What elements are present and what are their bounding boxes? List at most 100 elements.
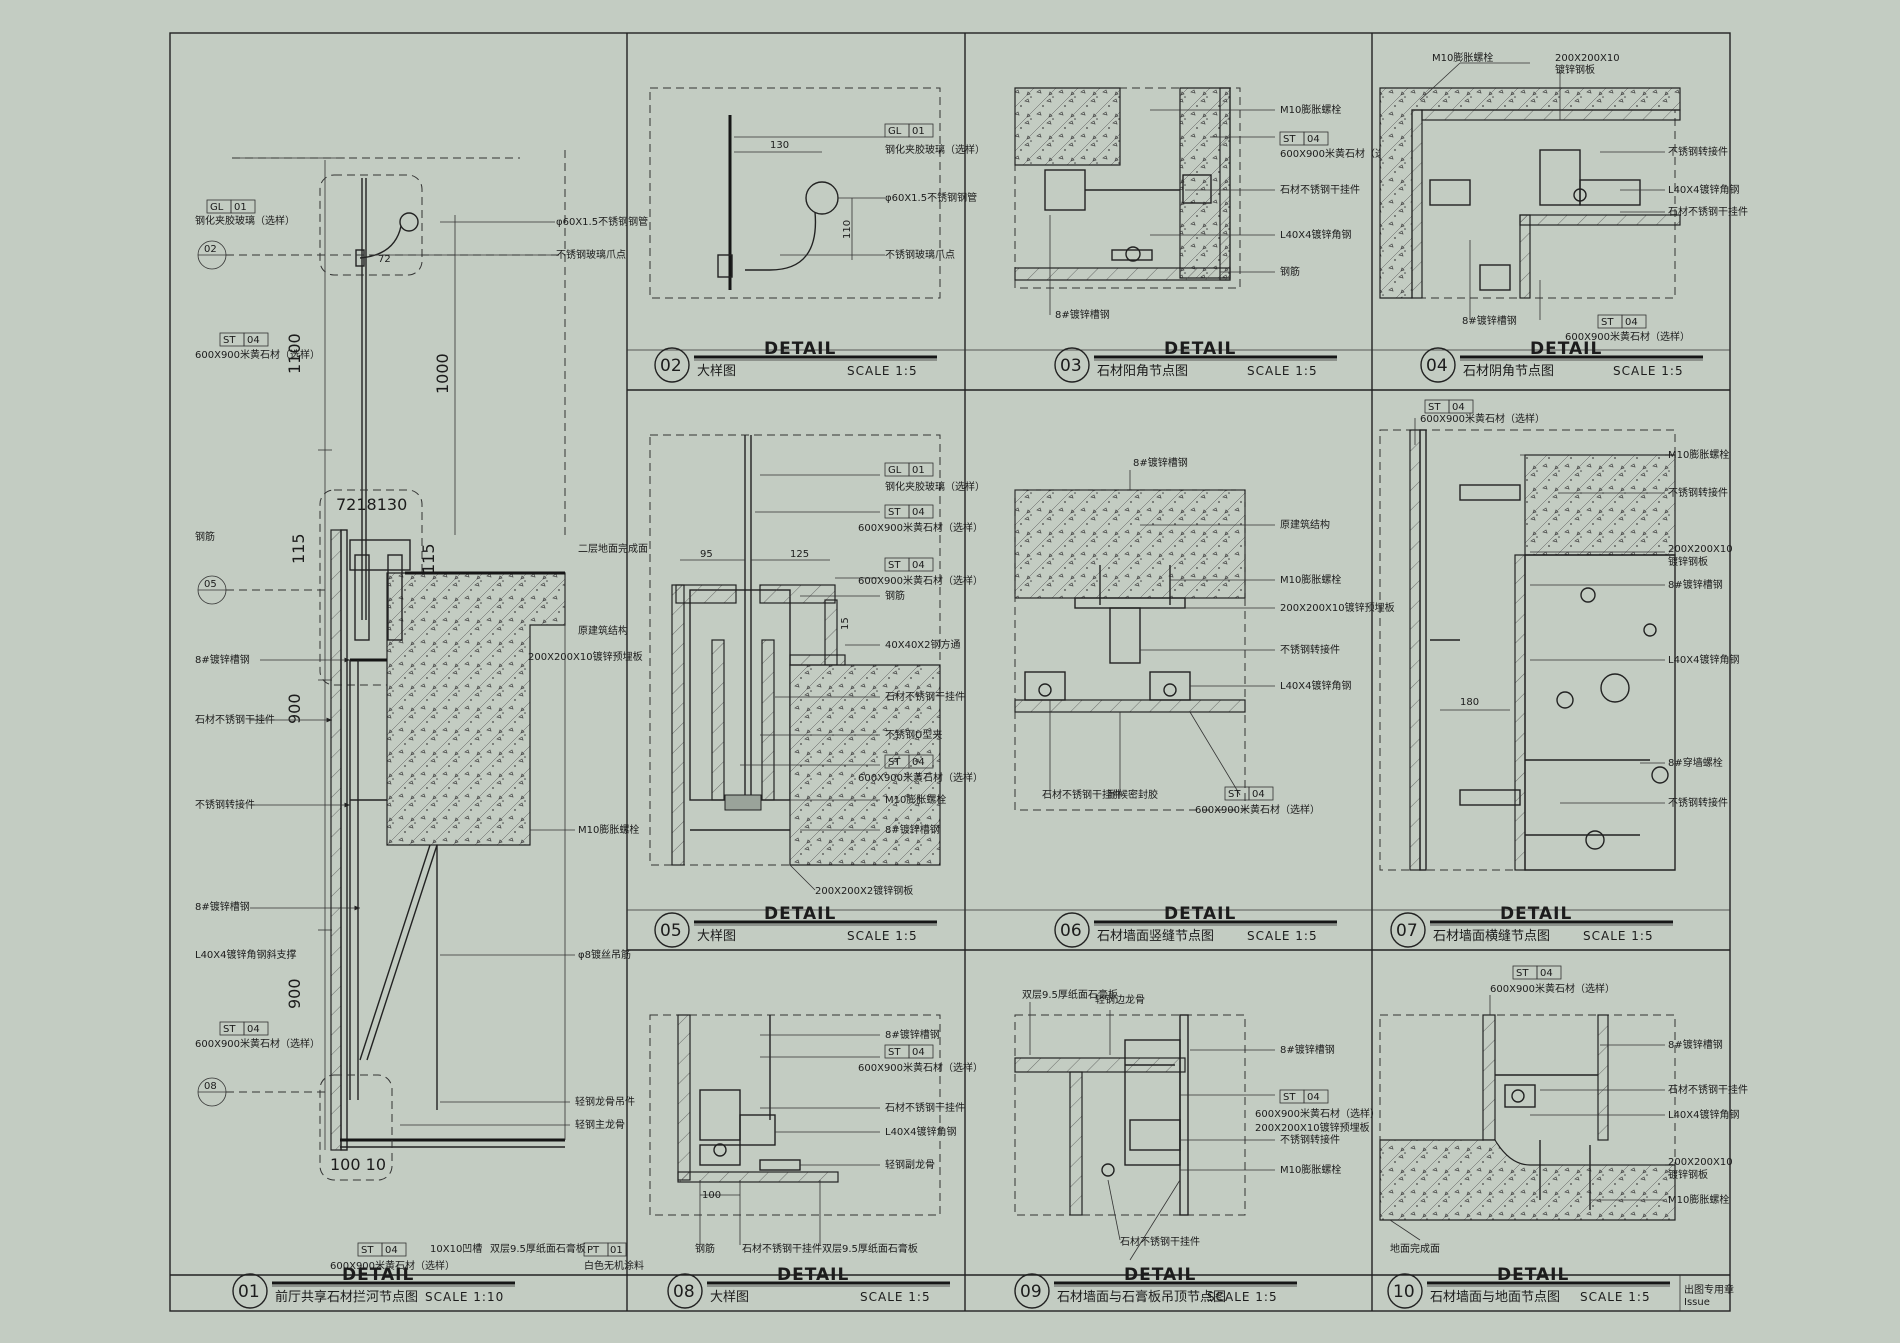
panel-10-number-bubble bbox=[1387, 1273, 1423, 1309]
svg-text:01: 01 bbox=[912, 465, 925, 476]
label-angle-07: L40X4镀锌角钢 bbox=[1668, 653, 1740, 666]
svg-text:ST: ST bbox=[888, 507, 901, 518]
label-joint: 10X10凹槽 bbox=[430, 1242, 482, 1255]
panel-03-scale: SCALE 1:5 bbox=[1247, 364, 1318, 378]
label-connector-04: 不锈钢转接件 bbox=[1668, 145, 1728, 158]
panel-07-number: 07 bbox=[1396, 921, 1418, 941]
panel-04-scale: SCALE 1:5 bbox=[1613, 364, 1684, 378]
svg-text:04: 04 bbox=[385, 1245, 398, 1256]
label-angle-06: L40X4镀锌角钢 bbox=[1280, 679, 1352, 692]
label-plate-10a: 200X200X10 bbox=[1668, 1157, 1733, 1168]
label-stone-05c: 600X900米黄石材（选样） bbox=[858, 771, 983, 784]
panel-04-detail: DETAIL bbox=[1530, 339, 1602, 359]
svg-text:PT: PT bbox=[587, 1245, 600, 1256]
dim-900-lower: 900 bbox=[285, 978, 304, 1009]
label-seal-06: 耐候密封胶 bbox=[1108, 788, 1158, 801]
stamp-subtext: Issue bbox=[1684, 1297, 1710, 1308]
panel-05-scale: SCALE 1:5 bbox=[847, 929, 918, 943]
label-rebar-08: 钢筋 bbox=[695, 1242, 715, 1255]
panel-06-scale: SCALE 1:5 bbox=[1247, 929, 1318, 943]
label-rc-06: 原建筑结构 bbox=[1280, 518, 1330, 531]
panel-08-scale: SCALE 1:5 bbox=[860, 1290, 931, 1304]
panel-08-number-bubble bbox=[667, 1273, 703, 1309]
panel-10-drawing bbox=[1379, 995, 1676, 1241]
label-slab-finish: 二层地面完成面 bbox=[578, 542, 648, 555]
stamp-text: 出图专用章 bbox=[1684, 1283, 1734, 1296]
label-connector-06: 不锈钢转接件 bbox=[1280, 643, 1340, 656]
svg-text:04: 04 bbox=[247, 1024, 260, 1035]
label-connector-01: 不锈钢转接件 bbox=[195, 798, 255, 811]
label-stone-10: 600X900米黄石材（选样） bbox=[1490, 982, 1615, 995]
svg-text:04: 04 bbox=[1252, 789, 1265, 800]
label-rod-01: φ8镀丝吊筋 bbox=[578, 948, 631, 961]
label-hanger-06: 石材不锈钢干挂件 bbox=[1042, 788, 1122, 801]
panel-01-number: 01 bbox=[238, 1282, 260, 1302]
panel-04-drawing bbox=[1379, 62, 1681, 320]
panel-10-scale: SCALE 1:5 bbox=[1580, 1290, 1651, 1304]
label-channel-05: 8#镀锌槽钢 bbox=[885, 823, 940, 836]
svg-text:ST: ST bbox=[1228, 789, 1241, 800]
label-stone-05a: 600X900米黄石材（选样） bbox=[858, 521, 983, 534]
panel-09-scale: SCALE 1:5 bbox=[1207, 1290, 1278, 1304]
label-gypsum-01: 双层9.5厚纸面石膏板 bbox=[490, 1242, 586, 1255]
svg-text:04: 04 bbox=[1540, 968, 1553, 979]
label-hanger-03: 石材不锈钢干挂件 bbox=[1280, 183, 1360, 196]
label-bolt-07: M10膨胀螺栓 bbox=[1668, 448, 1729, 461]
label-stone-04: 600X900米黄石材（选样） bbox=[1565, 330, 1690, 343]
svg-text:ST: ST bbox=[1601, 317, 1614, 328]
panel-08-number: 08 bbox=[673, 1282, 695, 1302]
dim-72: 72 bbox=[378, 254, 391, 265]
panel-03-detail: DETAIL bbox=[1164, 339, 1236, 359]
svg-text:04: 04 bbox=[912, 757, 925, 768]
panel-01-title: 前厅共享石材拦河节点图 bbox=[275, 1289, 418, 1305]
panel-08-title: 大样图 bbox=[710, 1290, 749, 1305]
label-bolt-01: M10膨胀螺栓 bbox=[578, 823, 639, 836]
svg-text:ST: ST bbox=[888, 757, 901, 768]
panel-08-drawing: 100 bbox=[649, 1014, 941, 1245]
svg-text:ST: ST bbox=[888, 1047, 901, 1058]
svg-text:ST: ST bbox=[223, 335, 236, 346]
label-angle-04: L40X4镀锌角钢 bbox=[1668, 183, 1740, 196]
panel-05-drawing: 95 125 15 bbox=[649, 434, 941, 891]
label-bolt-06: M10膨胀螺栓 bbox=[1280, 573, 1341, 586]
label-bolt-05: M10膨胀螺栓 bbox=[885, 793, 946, 806]
svg-text:GL: GL bbox=[210, 202, 224, 213]
axis-02: 02 bbox=[204, 244, 217, 255]
label-keel-edge-09: 轻钢边龙骨 bbox=[1095, 993, 1145, 1006]
svg-text:04: 04 bbox=[1625, 317, 1638, 328]
label-rebar-05: 钢筋 bbox=[885, 589, 905, 602]
svg-text:04: 04 bbox=[1307, 134, 1320, 145]
panel-02-scale: SCALE 1:5 bbox=[847, 364, 918, 378]
label-stone-03: 600X900米黄石材（选样） bbox=[1280, 147, 1405, 160]
svg-text:ST: ST bbox=[1428, 402, 1441, 413]
label-stone-c: 600X900米黄石材（选样） bbox=[330, 1259, 455, 1272]
panel-01-scale: SCALE 1:10 bbox=[425, 1290, 504, 1304]
svg-text:01: 01 bbox=[610, 1245, 623, 1256]
panel-02-number-bubble bbox=[654, 347, 690, 383]
tag-st-04-07: ST 04 bbox=[1424, 399, 1474, 414]
dim-115-right: 115 bbox=[419, 543, 438, 574]
label-channel-01a: 8#镀锌槽钢 bbox=[195, 653, 250, 666]
svg-text:04: 04 bbox=[912, 507, 925, 518]
label-hanger-04: 石材不锈钢干挂件 bbox=[1668, 205, 1748, 218]
panel-09-detail: DETAIL bbox=[1124, 1265, 1196, 1285]
label-channel-09: 8#镀锌槽钢 bbox=[1280, 1043, 1335, 1056]
label-glass-clip-02: 不锈钢玻璃爪点 bbox=[885, 248, 955, 261]
label-stone-05b: 600X900米黄石材（选样） bbox=[858, 574, 983, 587]
svg-text:04: 04 bbox=[247, 335, 260, 346]
label-rebar-01: 钢筋 bbox=[195, 530, 215, 543]
svg-text:04: 04 bbox=[1307, 1092, 1320, 1103]
label-keel-conn-01: 轻钢龙骨吊件 bbox=[575, 1095, 635, 1108]
svg-text:04: 04 bbox=[1452, 402, 1465, 413]
tag-pt-01: PT 01 bbox=[583, 1242, 627, 1257]
dim-72-18-130: 7218130 bbox=[336, 495, 407, 514]
label-gypsum-08: 双层9.5厚纸面石膏板 bbox=[822, 1242, 918, 1255]
